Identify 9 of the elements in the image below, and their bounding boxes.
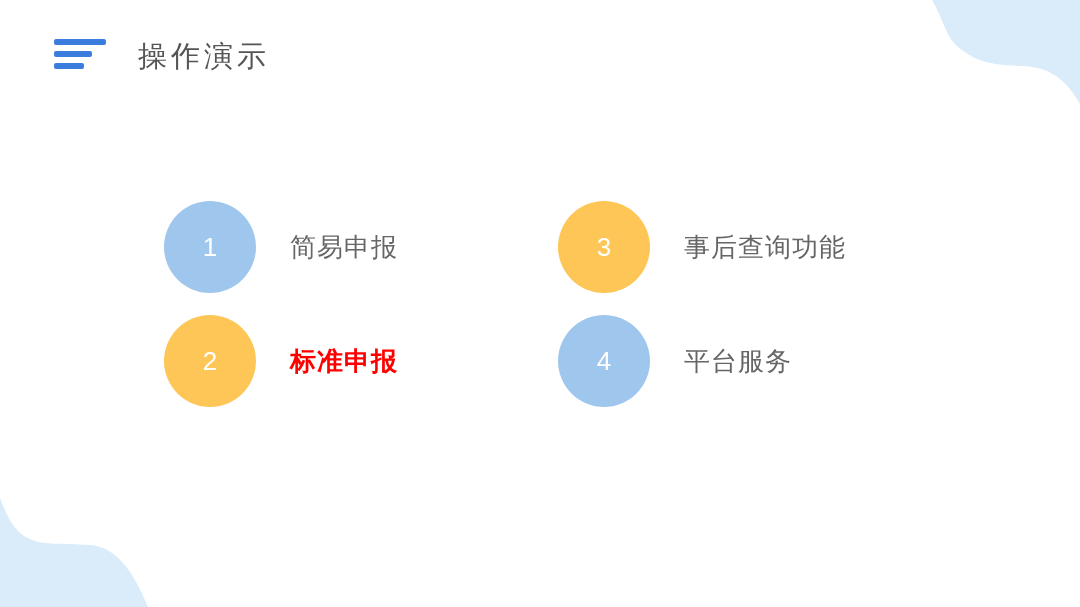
slide-title: 操作演示: [138, 38, 270, 75]
number-circle: 2: [164, 315, 256, 407]
menu-item-label: 平台服务: [684, 345, 792, 378]
number-circle: 1: [164, 201, 256, 293]
number-circle: 3: [558, 201, 650, 293]
menu-item-label: 简易申报: [290, 231, 398, 264]
number-circle: 4: [558, 315, 650, 407]
menu-item-label: 事后查询功能: [684, 231, 846, 264]
menu-item-label: 标准申报: [290, 345, 398, 378]
